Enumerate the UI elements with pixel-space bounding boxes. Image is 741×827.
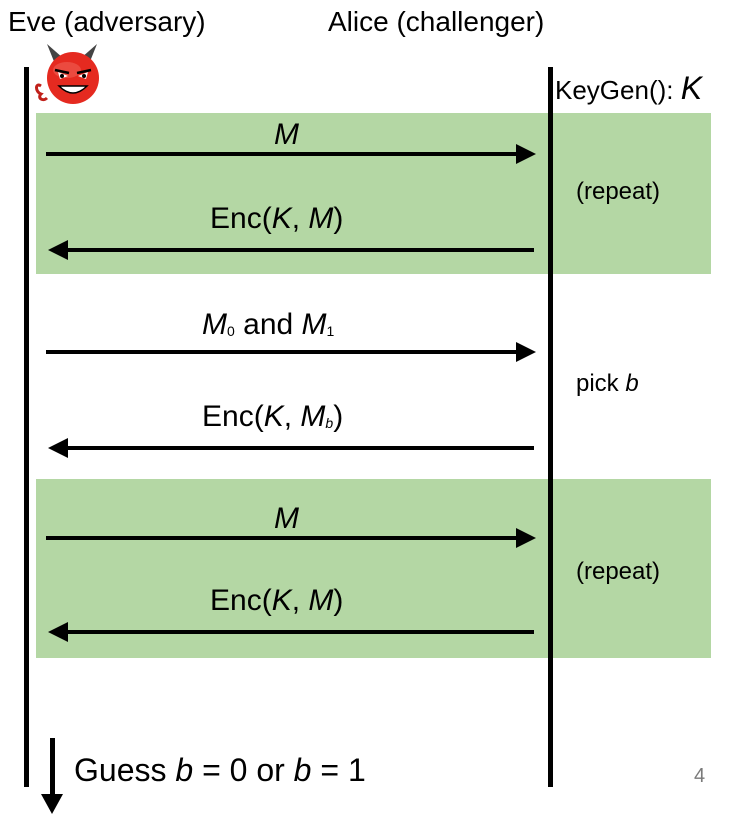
phase1-query-arrow xyxy=(46,144,536,164)
phase1-response-label: Enc(K, M) xyxy=(210,202,344,235)
challenge-query-label: M0 and M1 xyxy=(202,308,335,341)
phase2-response-arrow xyxy=(48,622,534,642)
phase2-repeat-note: (repeat) xyxy=(576,558,661,585)
phase2-band xyxy=(36,479,711,658)
devil-face-icon xyxy=(33,42,111,106)
keygen-key: K xyxy=(680,70,703,106)
phase1-msg: M xyxy=(274,118,299,151)
alice-label: Alice (challenger) xyxy=(328,6,545,37)
time-arrow-down xyxy=(41,738,63,814)
phase2-msg: M xyxy=(274,502,299,535)
phase1-repeat-note: (repeat) xyxy=(576,178,661,205)
phase2-query-label: M xyxy=(274,504,299,534)
phase2-response-label: Enc(K, M) xyxy=(210,584,344,617)
challenge-query-arrow xyxy=(46,342,536,362)
challenge-response-arrow xyxy=(48,438,534,458)
keygen-label: KeyGen(): K xyxy=(555,72,702,104)
page-number: 4 xyxy=(694,765,706,787)
eve-label: Eve (adversary) xyxy=(8,6,206,37)
pick-b-note: pick b xyxy=(576,370,639,397)
phase1-band xyxy=(36,113,711,274)
alice-lifeline xyxy=(548,67,553,787)
phase2-query-arrow xyxy=(46,528,536,548)
phase1-response-arrow xyxy=(48,240,534,260)
eve-lifeline xyxy=(24,67,29,787)
phase1-query-label: M xyxy=(274,120,299,150)
challenge-response-label: Enc(K, Mb) xyxy=(202,400,344,433)
guess-label: Guess b = 0 or b = 1 xyxy=(74,752,366,788)
keygen-fn: KeyGen(): xyxy=(555,75,674,105)
